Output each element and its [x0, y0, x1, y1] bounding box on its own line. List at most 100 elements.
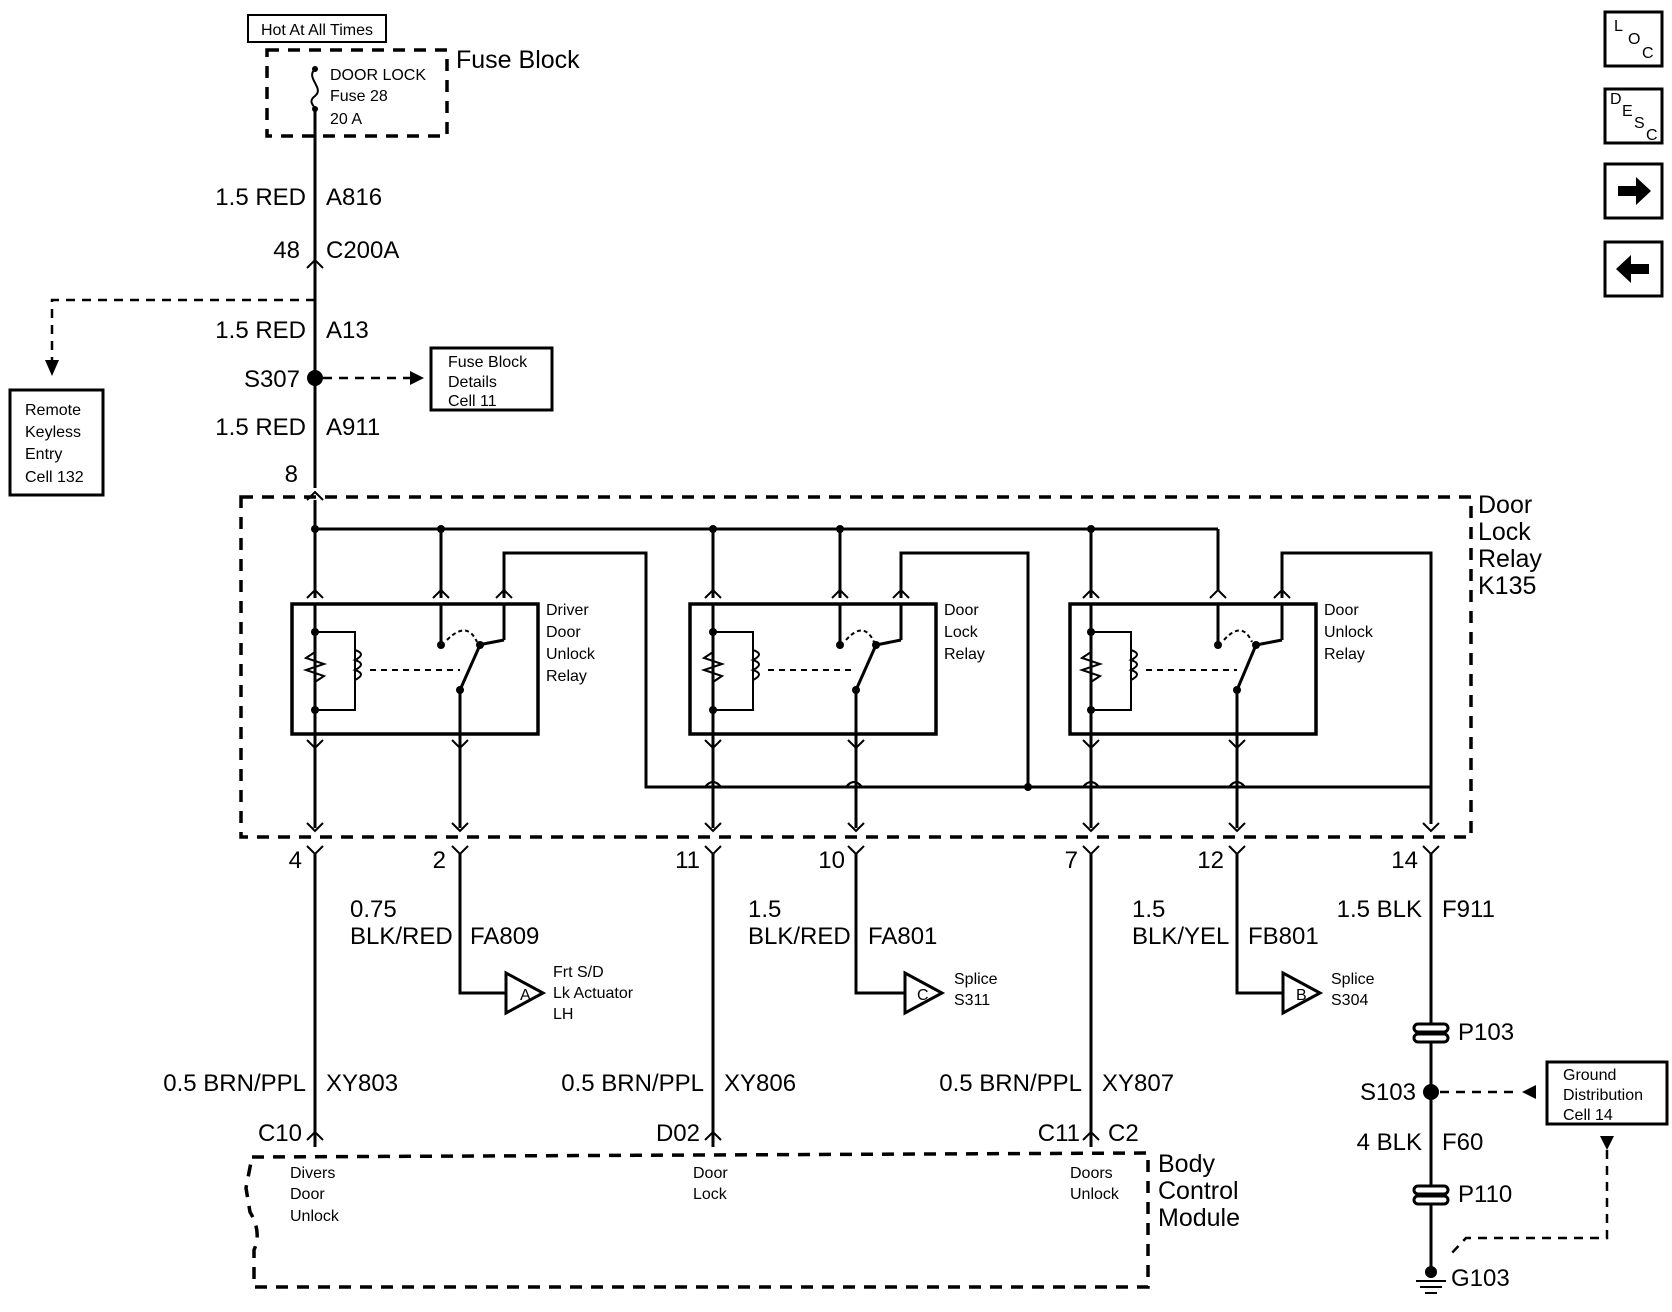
- fuse-details-ref-box[interactable]: [429, 346, 554, 412]
- out1-wire-id: FA809: [470, 923, 539, 950]
- connector-c-icon[interactable]: [903, 970, 946, 1016]
- connector-c-label: C: [917, 987, 929, 1004]
- fuse-details-line1: Fuse Block: [448, 354, 528, 371]
- relay1-label-line1: Driver: [546, 602, 589, 619]
- out1-color: BLK/RED: [350, 923, 453, 950]
- relay-output-wires: [306, 734, 1440, 833]
- desc-button[interactable]: D E S C: [1603, 87, 1664, 145]
- internal-bus-wiring: [311, 500, 1433, 824]
- wire-a13-id: A13: [326, 317, 369, 344]
- bcm-label-line1: Body: [1158, 1150, 1215, 1178]
- bcm-label-line2: Control: [1158, 1177, 1239, 1205]
- svg-text:C: C: [1642, 45, 1654, 62]
- relay3-label-line3: Relay: [1324, 646, 1365, 663]
- bcm-outline: [244, 1151, 1150, 1289]
- bcm-func1-line2: Door: [290, 1186, 325, 1203]
- fuse-block-outline: [265, 48, 449, 138]
- bcm3-wire-id: XY807: [1102, 1070, 1174, 1097]
- connector-p110: P110: [1458, 1181, 1512, 1208]
- bcm-func3-line1: Doors: [1070, 1165, 1113, 1182]
- pin-7: 7: [1065, 847, 1078, 874]
- relay1-label-line4: Relay: [546, 668, 587, 685]
- connector-a-icon[interactable]: [504, 970, 547, 1016]
- rke-line4: Cell 132: [25, 469, 84, 486]
- loc-button[interactable]: L O C: [1603, 10, 1664, 68]
- rke-ref-box[interactable]: [8, 388, 105, 497]
- connector-c200a: C200A: [326, 237, 399, 264]
- pin-14: 14: [1391, 847, 1418, 874]
- svg-text:E: E: [1622, 103, 1633, 120]
- ground-dist-line2: Distribution: [1563, 1087, 1643, 1104]
- fuse-details-line2: Details: [448, 374, 497, 391]
- ground-dist-line1: Ground: [1563, 1067, 1616, 1084]
- fuse-number: Fuse 28: [330, 88, 388, 105]
- ground-w2-gauge: 4 BLK: [1357, 1129, 1422, 1156]
- svg-text:D: D: [1610, 91, 1622, 108]
- out1-dest-line3: LH: [553, 1006, 573, 1023]
- svg-text:S: S: [1634, 115, 1645, 132]
- bcm1-pin: C10: [258, 1120, 302, 1147]
- out2-dest-line1: Splice: [954, 971, 998, 988]
- bcm-func1-line3: Unlock: [290, 1208, 340, 1225]
- relay1-label-line3: Unlock: [546, 646, 596, 663]
- rke-dashed-link: [50, 268, 317, 360]
- wire-a816-id: A816: [326, 184, 382, 211]
- bcm-func1-line1: Divers: [290, 1165, 335, 1182]
- bcm3-pin: C11: [1038, 1120, 1080, 1147]
- bcm1-wire-id: XY803: [326, 1070, 398, 1097]
- out2-wire-id: FA801: [868, 923, 937, 950]
- hot-at-all-times-box: [247, 14, 387, 43]
- prev-button[interactable]: [1603, 240, 1664, 298]
- pin-12: 12: [1197, 847, 1224, 874]
- arrow-down-icon: [45, 360, 59, 376]
- splice-s103-label: S103: [1360, 1079, 1416, 1106]
- relay-door-lock: [688, 588, 938, 736]
- arrow-left-icon: [1522, 1085, 1536, 1099]
- relay3-label-line1: Door: [1324, 602, 1359, 619]
- out1-dest-line2: Lk Actuator: [553, 985, 634, 1002]
- out3-wire-id: FB801: [1248, 923, 1319, 950]
- svg-text:L: L: [1614, 18, 1623, 35]
- relay-door-unlock: [1068, 588, 1318, 736]
- bcm1-gauge: 0.5 BRN/PPL: [163, 1070, 306, 1097]
- ground-dist-line3: Cell 14: [1563, 1107, 1613, 1124]
- out2-color: BLK/RED: [748, 923, 851, 950]
- bcm-func2-line1: Door: [693, 1165, 728, 1182]
- rke-line3: Entry: [25, 446, 62, 463]
- rke-line1: Remote: [25, 402, 81, 419]
- ground-dist-ref-box[interactable]: [1545, 1060, 1669, 1126]
- out2-gauge: 1.5: [748, 896, 781, 923]
- out3-dest-line1: Splice: [1331, 971, 1375, 988]
- bcm-func2-line2: Lock: [693, 1186, 728, 1203]
- connector-b-icon[interactable]: [1281, 970, 1324, 1016]
- relay-module-line4: K135: [1478, 572, 1536, 600]
- splice-s307-dot: [307, 370, 323, 386]
- out3-color: BLK/YEL: [1132, 923, 1229, 950]
- fuse-icon: [310, 66, 319, 112]
- hot-label: Hot At All Times: [261, 22, 373, 39]
- wire-a911-id: A911: [326, 414, 380, 441]
- bcm-func3-line2: Unlock: [1070, 1186, 1120, 1203]
- svg-text:C: C: [1646, 127, 1658, 144]
- inline-connector-p110-icon: [1412, 1184, 1450, 1206]
- connector-c200a-icon: [306, 258, 324, 269]
- fuse-name: DOOR LOCK: [330, 67, 426, 84]
- out2-dest-line2: S311: [954, 992, 990, 1009]
- bcm-label-line3: Module: [1158, 1204, 1240, 1232]
- relay2-label-line1: Door: [944, 602, 979, 619]
- bcm2-gauge: 0.5 BRN/PPL: [561, 1070, 704, 1097]
- wire-a911-gauge: 1.5 RED: [215, 414, 306, 441]
- ground-w1-id: F911: [1442, 896, 1495, 923]
- fuse-block-label: Fuse Block: [456, 46, 580, 74]
- splice-s103-dot: [1423, 1084, 1439, 1100]
- pin-2: 2: [433, 847, 446, 874]
- bcm2-pin: D02: [656, 1120, 700, 1147]
- ground-w2-id: F60: [1442, 1129, 1483, 1156]
- svg-text:O: O: [1628, 31, 1640, 48]
- next-button[interactable]: [1603, 162, 1664, 220]
- ground-g103: G103: [1451, 1265, 1510, 1292]
- out3-dest-line2: S304: [1331, 992, 1368, 1009]
- out3-gauge: 1.5: [1132, 896, 1165, 923]
- bcm2-wire-id: XY806: [724, 1070, 796, 1097]
